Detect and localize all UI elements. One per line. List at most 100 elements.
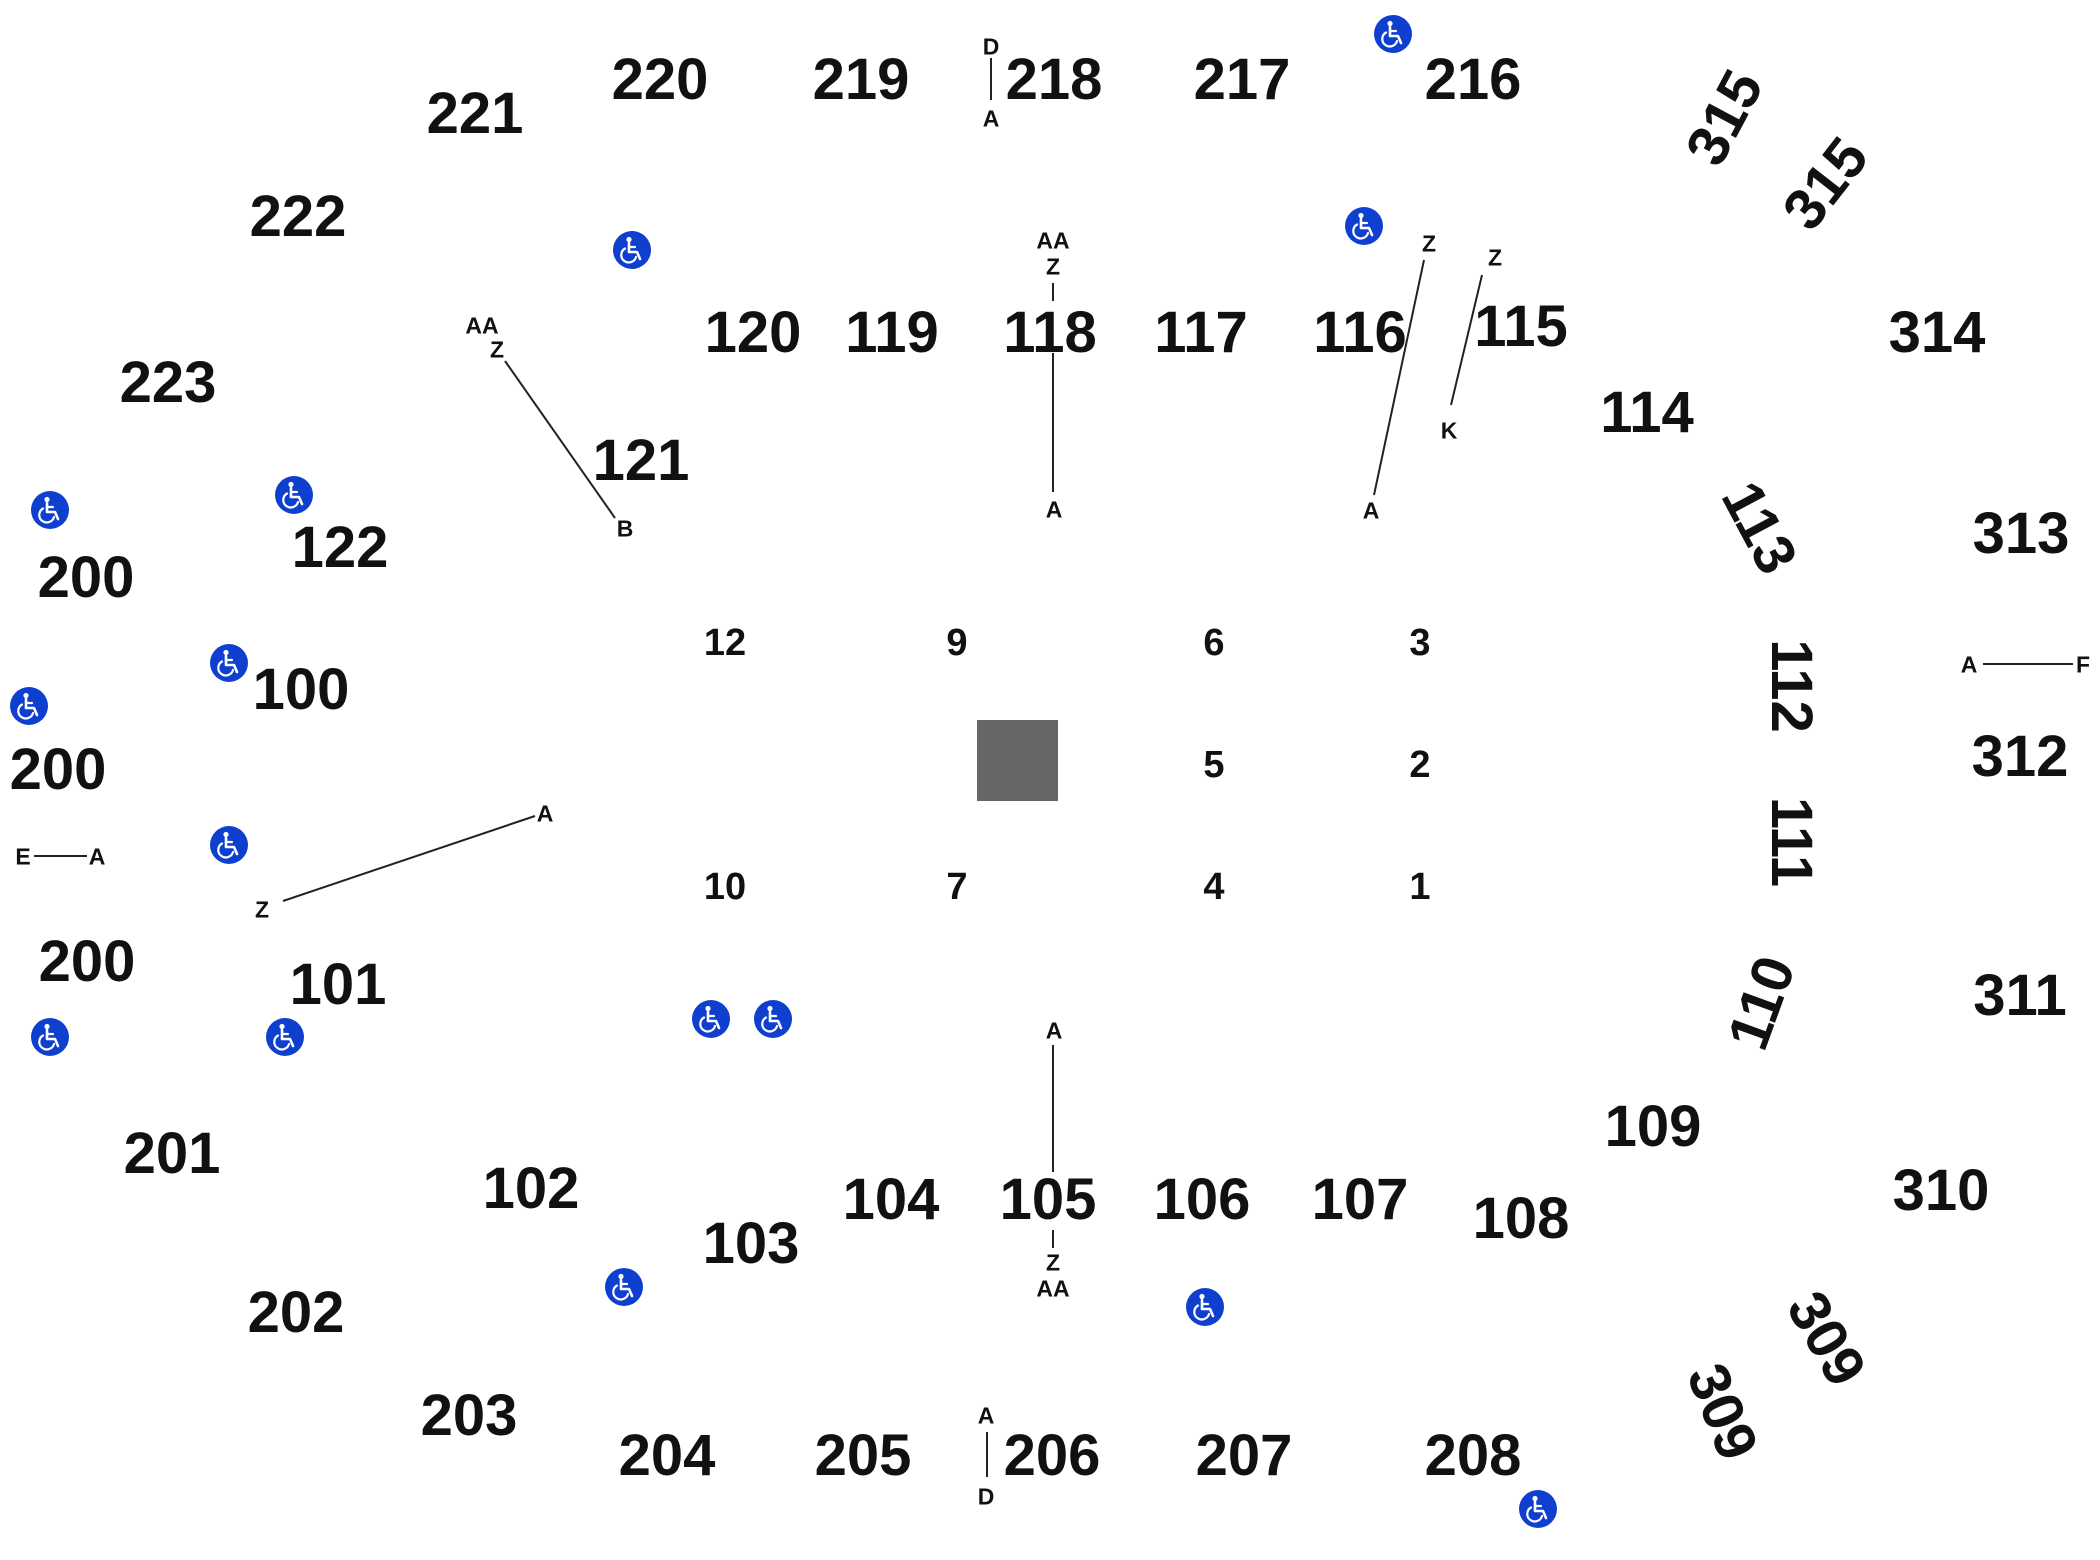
floor-section-7[interactable]: 7 (946, 866, 968, 908)
row-label-118-a: A (1045, 496, 1063, 523)
section-103[interactable]: 103 (702, 1211, 800, 1276)
section-116[interactable]: 116 (1313, 300, 1407, 365)
section-201[interactable]: 201 (123, 1121, 221, 1186)
row-label-218-a: A (982, 105, 1000, 132)
section-311[interactable]: 311 (1973, 963, 2067, 1028)
wheelchair-icon[interactable] (30, 490, 70, 530)
row-label-200-a: A (88, 843, 106, 870)
row-label-105-a: A (1045, 1017, 1063, 1044)
section-109[interactable]: 109 (1604, 1094, 1702, 1159)
floor-section-12[interactable]: 12 (703, 622, 747, 664)
wheelchair-icon[interactable] (9, 686, 49, 726)
section-121[interactable]: 121 (592, 428, 690, 493)
row-line-116 (1373, 259, 1425, 496)
section-105[interactable]: 105 (999, 1167, 1097, 1232)
row-label-116-z: Z (1421, 230, 1437, 257)
row-label-121-b: B (616, 515, 634, 542)
row-label-121-aa: AA (465, 312, 499, 339)
wheelchair-icon[interactable] (753, 999, 793, 1039)
row-label-200-e: E (15, 843, 31, 870)
wheelchair-icon[interactable] (1373, 14, 1413, 54)
wheelchair-icon[interactable] (209, 825, 249, 865)
section-219[interactable]: 219 (812, 47, 910, 112)
row-label-116-a: A (1362, 497, 1380, 524)
section-115[interactable]: 115 (1474, 294, 1568, 359)
floor-section-6[interactable]: 6 (1203, 622, 1225, 664)
row-label-101-z: Z (254, 896, 270, 923)
row-label-105-aa: AA (1036, 1275, 1070, 1302)
row-label-312-a: A (1960, 651, 1978, 678)
row-line-101 (282, 815, 536, 902)
section-216[interactable]: 216 (1424, 47, 1522, 112)
section-100[interactable]: 100 (252, 657, 350, 722)
wheelchair-icon[interactable] (30, 1017, 70, 1057)
section-310[interactable]: 310 (1892, 1158, 1990, 1223)
section-122[interactable]: 122 (291, 515, 389, 580)
floor-section-3[interactable]: 3 (1409, 622, 1431, 664)
section-200-middle[interactable]: 200 (9, 737, 107, 802)
wheelchair-icon[interactable] (604, 1267, 644, 1307)
section-204[interactable]: 204 (618, 1423, 716, 1488)
section-203[interactable]: 203 (420, 1383, 518, 1448)
section-223[interactable]: 223 (119, 350, 217, 415)
row-label-206-a: A (977, 1402, 995, 1429)
section-108[interactable]: 108 (1472, 1186, 1570, 1251)
section-102[interactable]: 102 (482, 1156, 580, 1221)
section-117[interactable]: 117 (1154, 300, 1248, 365)
row-label-118-z: Z (1045, 253, 1061, 280)
section-313[interactable]: 313 (1972, 501, 2070, 566)
section-200-lower[interactable]: 200 (38, 929, 136, 994)
section-220[interactable]: 220 (611, 47, 709, 112)
section-312[interactable]: 312 (1971, 724, 2069, 789)
section-120[interactable]: 120 (704, 300, 802, 365)
row-label-312-f: F (2075, 651, 2091, 678)
section-218[interactable]: 218 (1005, 47, 1103, 112)
section-221[interactable]: 221 (426, 81, 524, 146)
wheelchair-icon[interactable] (209, 643, 249, 683)
wheelchair-icon[interactable] (1344, 206, 1384, 246)
wheelchair-icon[interactable] (265, 1017, 305, 1057)
row-label-101-a: A (536, 800, 554, 827)
wheelchair-icon[interactable] (1518, 1489, 1558, 1529)
section-119[interactable]: 119 (845, 300, 939, 365)
section-111[interactable]: 111 (1759, 796, 1824, 888)
section-112[interactable]: 112 (1759, 639, 1824, 733)
section-222[interactable]: 222 (249, 184, 347, 249)
section-202[interactable]: 202 (247, 1280, 345, 1345)
wheelchair-icon[interactable] (274, 475, 314, 515)
section-106[interactable]: 106 (1153, 1167, 1251, 1232)
section-208[interactable]: 208 (1424, 1423, 1522, 1488)
row-label-218-d: D (982, 33, 1000, 60)
section-206[interactable]: 206 (1003, 1423, 1101, 1488)
floor-section-5[interactable]: 5 (1203, 744, 1225, 786)
section-207[interactable]: 207 (1195, 1423, 1293, 1488)
stage-block (977, 720, 1058, 801)
floor-section-10[interactable]: 10 (703, 866, 747, 908)
section-200-upper[interactable]: 200 (37, 545, 135, 610)
row-label-105-z: Z (1045, 1249, 1061, 1276)
row-label-121-z: Z (489, 336, 505, 363)
section-217[interactable]: 217 (1193, 47, 1291, 112)
row-label-115-k: K (1440, 417, 1458, 444)
section-314[interactable]: 314 (1888, 300, 1986, 365)
section-205[interactable]: 205 (814, 1423, 912, 1488)
row-label-118-aa: AA (1036, 227, 1070, 254)
section-104[interactable]: 104 (842, 1167, 940, 1232)
floor-section-2[interactable]: 2 (1409, 744, 1431, 786)
wheelchair-icon[interactable] (691, 999, 731, 1039)
row-label-206-d: D (977, 1483, 995, 1510)
wheelchair-icon[interactable] (612, 230, 652, 270)
section-118[interactable]: 118 (1003, 300, 1097, 365)
section-101[interactable]: 101 (289, 952, 387, 1017)
section-114[interactable]: 114 (1600, 380, 1694, 445)
row-line-121 (504, 360, 616, 519)
floor-section-4[interactable]: 4 (1203, 866, 1225, 908)
row-label-115-z: Z (1487, 244, 1503, 271)
row-line-115 (1450, 274, 1483, 406)
section-107[interactable]: 107 (1311, 1167, 1409, 1232)
wheelchair-icon[interactable] (1185, 1287, 1225, 1327)
floor-section-1[interactable]: 1 (1409, 866, 1431, 908)
floor-section-9[interactable]: 9 (946, 622, 968, 664)
